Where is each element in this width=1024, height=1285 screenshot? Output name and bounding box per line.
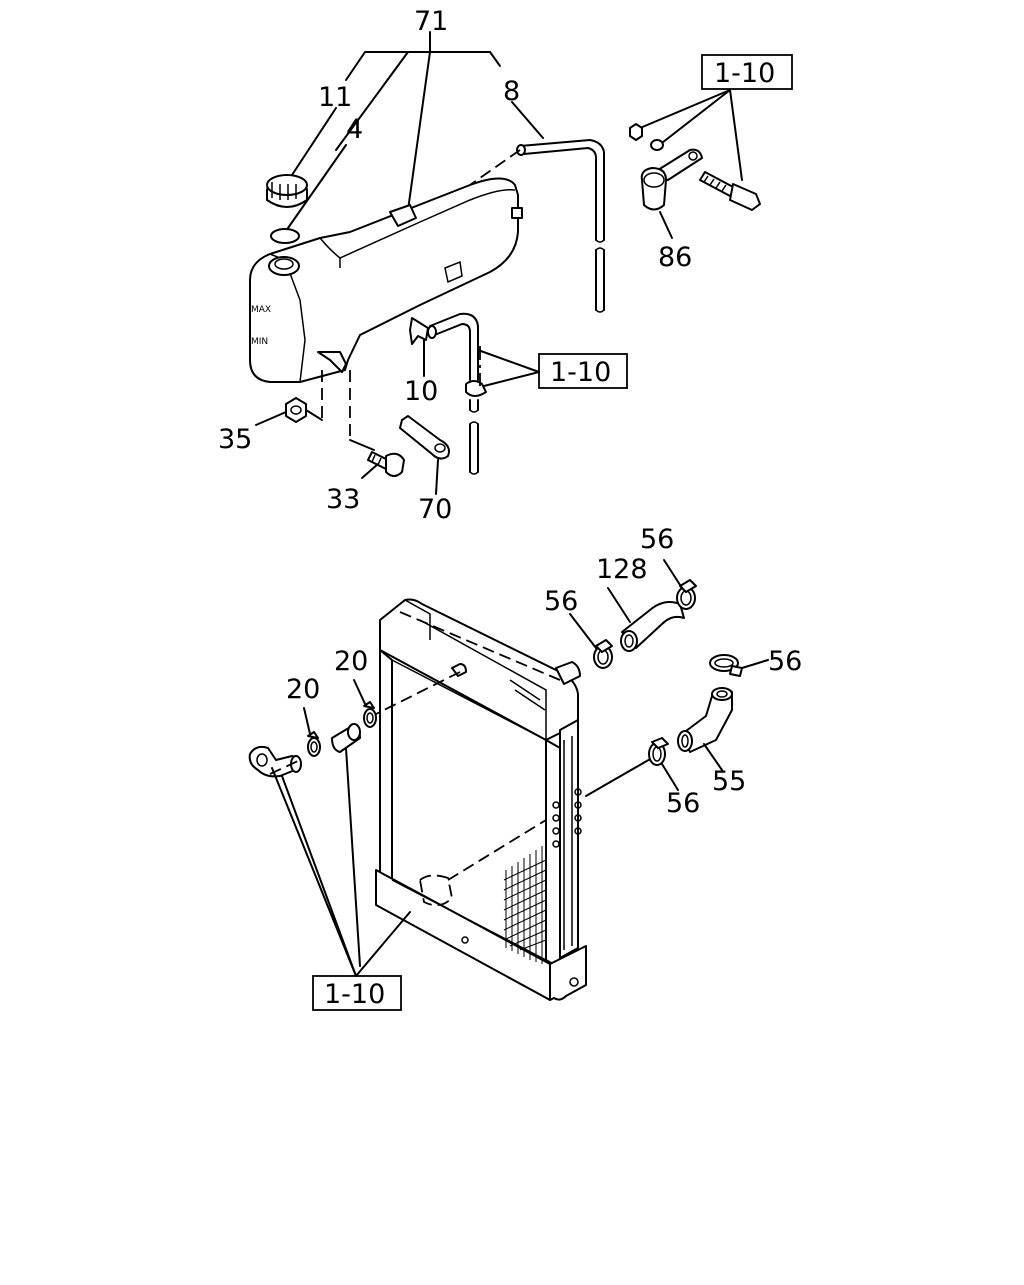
elbow-fitting-icon [248,745,302,778]
radiator-mesh-icon [503,846,547,964]
leader-71 [335,31,501,211]
callout-35[interactable]: 35 [218,424,252,455]
callout-11[interactable]: 11 [318,82,352,113]
leader-56-a [569,613,597,649]
leader-35 [255,411,287,426]
radiator-core-icon [375,598,587,1001]
svg-text:MIN: MIN [251,337,268,347]
fitting-path [269,759,301,775]
reference-label-top[interactable]: 1-10 [714,58,775,89]
route-upper-left [371,671,461,717]
callout-86[interactable]: 86 [658,242,692,273]
hose-clamp-icon [709,654,743,677]
callout-128[interactable]: 128 [596,554,648,585]
lower-hose-icon [677,687,733,753]
leader-ref-mid-1 [483,371,540,387]
hose-clamp-icon [648,737,669,766]
leader-ref-bottom-3 [355,911,411,977]
callout-20[interactable]: 20 [286,674,320,705]
bolt-guide [349,439,375,451]
bypass-hose-icon [331,723,361,753]
leader-ref-bottom-hose [345,747,361,967]
leader-8 [511,101,544,139]
callout-56[interactable]: 56 [768,646,802,677]
reference-box-bottom[interactable] [312,975,402,1011]
route-top [399,611,561,681]
callout-4[interactable]: 4 [346,114,363,145]
hose-path-line [469,149,521,186]
overflow-hose-icon [516,139,605,313]
reference-box-top[interactable] [701,54,793,90]
leader-128 [607,587,631,623]
callout-33[interactable]: 33 [326,484,360,515]
radiator-cap-icon [266,174,308,208]
leader-11 [291,107,337,176]
reference-label-mid[interactable]: 1-10 [550,357,611,388]
leader-86 [659,211,673,239]
clamp-bracket-icon [629,123,761,211]
o-ring-icon [270,228,300,244]
hose-clamp-icon [593,639,613,669]
small-clamp-icon [363,701,377,728]
leader-ref-bottom-2 [281,775,357,977]
callout-55[interactable]: 55 [712,766,746,797]
tank-mount-tick [305,409,323,421]
mounting-bracket-icon [399,415,450,460]
route-lower [447,819,547,881]
upper-hose-icon [620,601,685,652]
callout-56[interactable]: 56 [640,524,674,555]
route-right [585,757,653,797]
leader-70 [435,459,439,495]
svg-text:MAX: MAX [251,305,271,315]
callout-8[interactable]: 8 [503,76,520,107]
callout-56[interactable]: 56 [544,586,578,617]
leader-56-b [663,559,683,589]
hose-clip-icon [409,317,429,345]
leader-33 [361,463,379,479]
leader-ref-mid-2 [477,349,540,373]
leader-ref-top-2 [657,89,731,147]
leader-56-c [741,659,769,669]
small-clamp-icon [307,731,321,757]
callout-71[interactable]: 71 [414,6,448,37]
leader-56-d [661,763,679,791]
nut-icon [285,397,307,423]
leader-4 [287,144,347,229]
reserve-tank-icon: MAX MIN [249,177,523,383]
leader-20-b [353,679,367,707]
leader-ref-top-1 [639,89,731,129]
leader-ref-top-3 [729,89,743,181]
callout-70[interactable]: 70 [418,494,452,525]
leader-55 [703,743,723,771]
hose-clamp-icon [676,579,697,610]
reference-label-bottom[interactable]: 1-10 [324,979,385,1010]
inlet-hose-icon [427,312,487,475]
callout-20[interactable]: 20 [334,646,368,677]
bolt-icon [367,451,405,477]
callout-56[interactable]: 56 [666,788,700,819]
leader-ref-bottom-1 [271,767,357,977]
callout-10[interactable]: 10 [404,376,438,407]
leader-20-a [303,707,311,735]
